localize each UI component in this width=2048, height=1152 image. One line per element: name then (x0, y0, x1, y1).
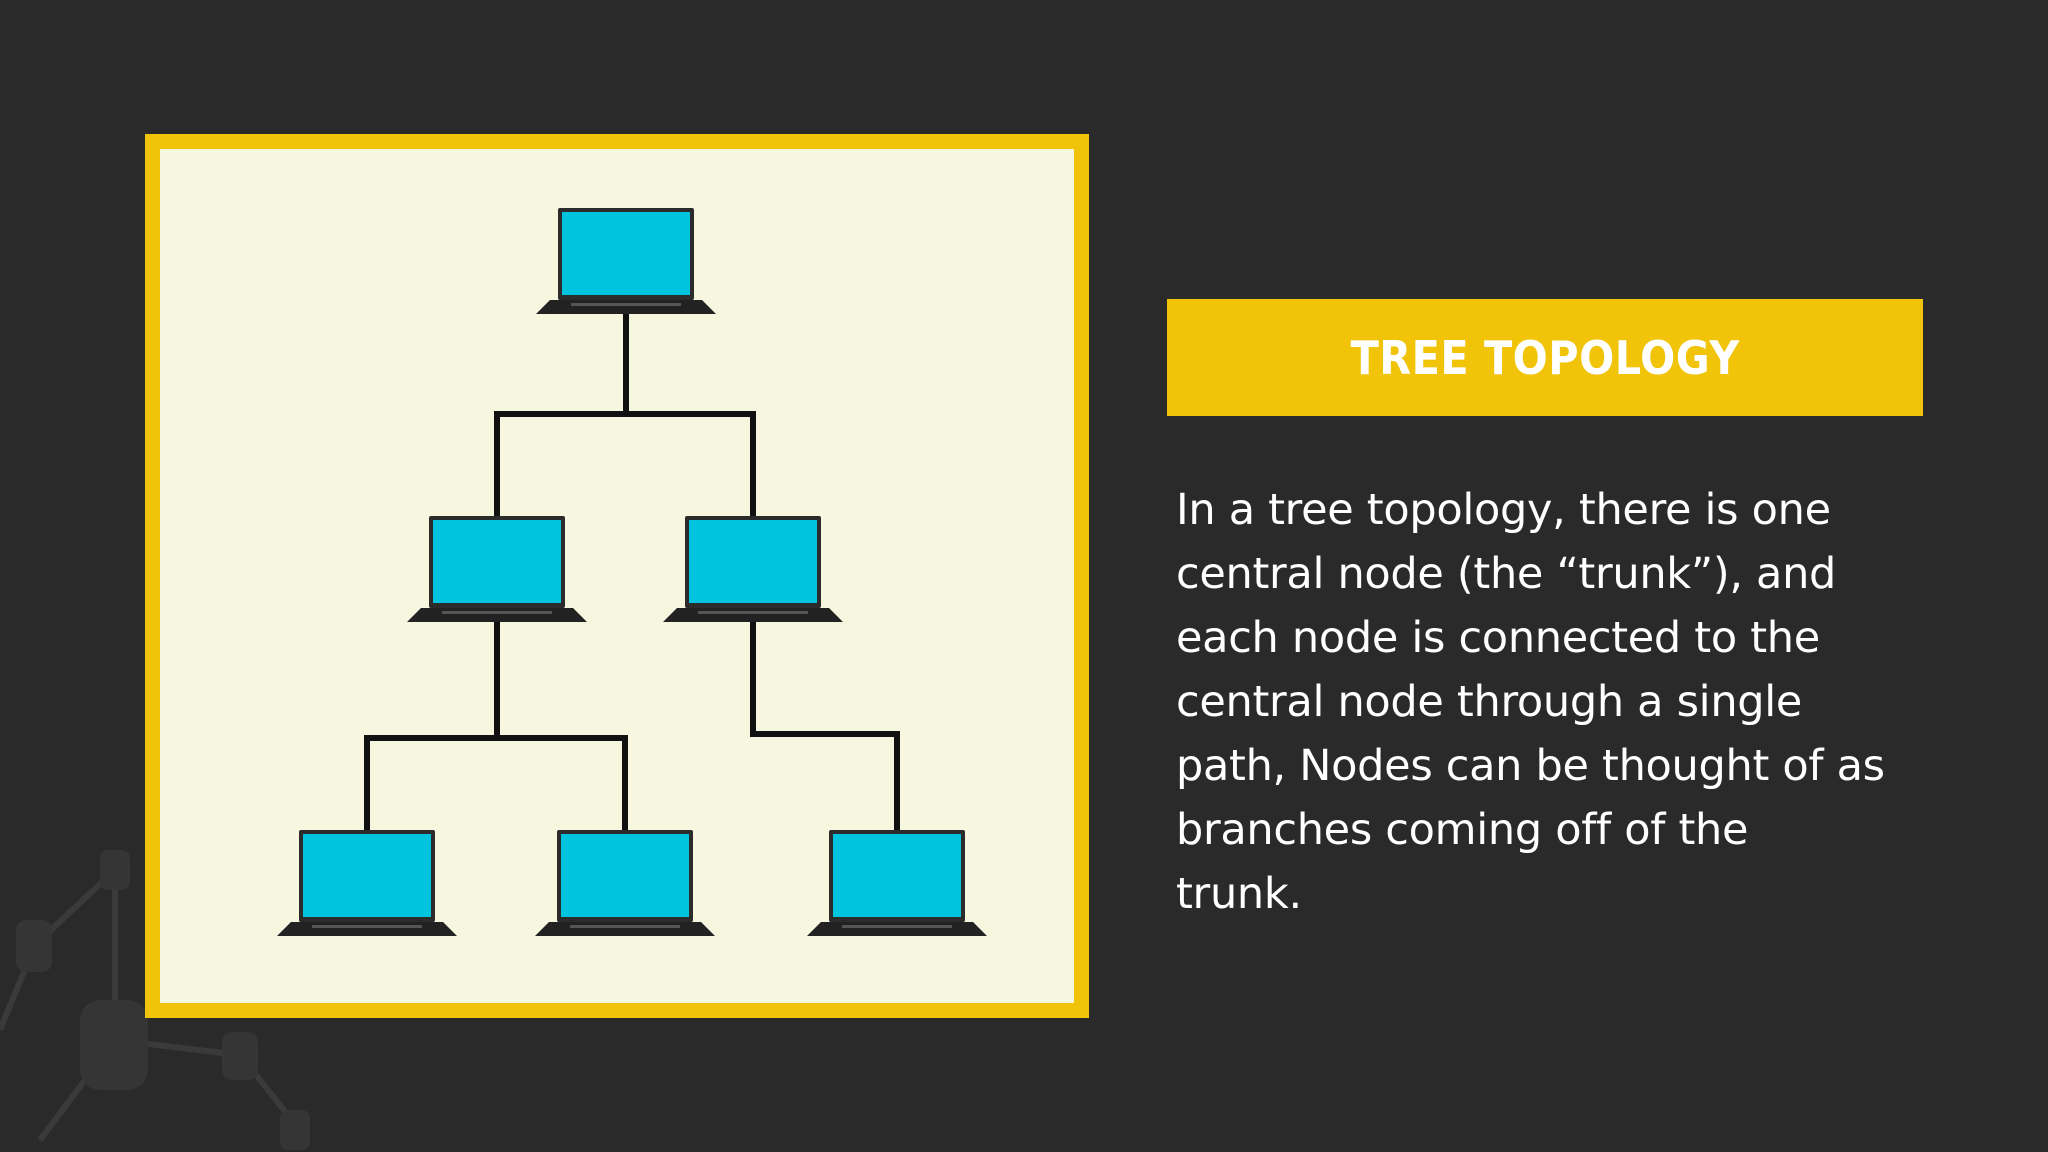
slide-title: TREE TOPOLOGY (1350, 330, 1740, 385)
link-midright-children (750, 613, 900, 833)
slide-description: In a tree topology, there is one central… (1176, 485, 1885, 919)
tree-diagram-canvas (277, 208, 987, 936)
laptop-icon (807, 830, 987, 936)
network-nodes-icon (0, 850, 310, 1150)
link-root-children (494, 306, 756, 519)
tree-topology-diagram (145, 134, 1089, 1018)
laptop-icon (277, 830, 457, 936)
laptop-icon (663, 516, 843, 622)
laptop-icon (535, 830, 715, 936)
laptop-icon (407, 516, 587, 622)
link-midleft-children (364, 613, 628, 833)
title-banner: TREE TOPOLOGY (1167, 299, 1923, 416)
laptop-icon (536, 208, 716, 314)
